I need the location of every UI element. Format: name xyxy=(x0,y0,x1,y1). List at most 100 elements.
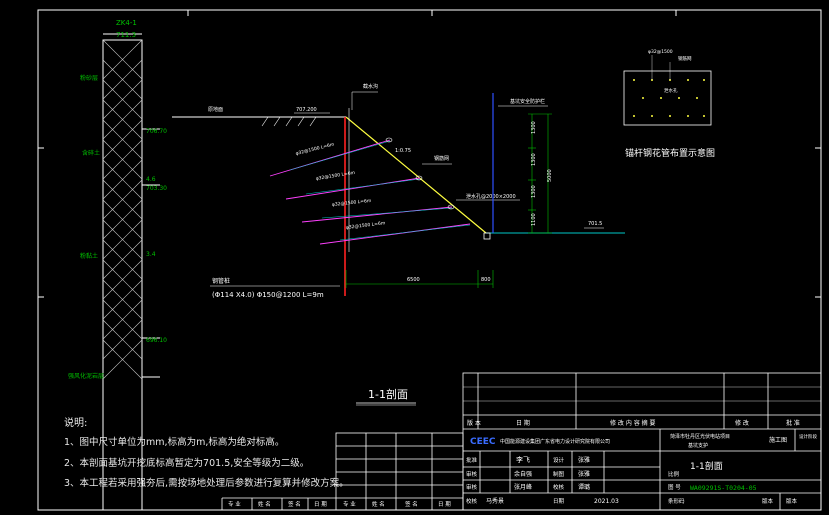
borehole-elev-1: 706.70 xyxy=(146,128,167,135)
role-2: 审核 xyxy=(466,483,478,491)
note-3: 3、本工程若采用强夯后,需按场地处理后参数进行复算并修改方案。 xyxy=(64,478,349,489)
dim-total: 5000 xyxy=(547,169,553,182)
borehole-column xyxy=(102,33,160,511)
company-logo: CEEC xyxy=(470,437,496,447)
name2-3: 2021.03 xyxy=(594,498,619,505)
stage-label: 施工图 xyxy=(769,436,787,444)
nail-label-3: φ32@1500 L=6m xyxy=(332,198,372,208)
drawing-no-label: 图 号 xyxy=(668,483,681,491)
dim-right: 800 xyxy=(481,277,491,283)
borehole-elev-3: 696.10 xyxy=(146,337,167,344)
borehole-id: ZK4-1 xyxy=(116,19,137,27)
borehole-top-elev: 711.3 xyxy=(116,31,136,39)
dim-seg-2: 1300 xyxy=(531,153,537,166)
ratio-label: 比例 xyxy=(668,470,680,478)
bottom-dimension xyxy=(345,270,494,288)
notes-heading: 说明: xyxy=(64,418,88,429)
role-0: 批准 xyxy=(466,456,478,464)
role2-1: 制图 xyxy=(553,470,565,478)
detail-title: 锚杆钢花管布置示意图 xyxy=(625,147,715,159)
dim-seg-4: 1100 xyxy=(531,213,537,226)
nail-layout-detail xyxy=(623,55,712,126)
layer-label-4: 强风化泥岩层 xyxy=(68,372,104,380)
ground-elev: 707.200 xyxy=(296,107,317,113)
rev-header-content: 修 改 内 容 摘 要 xyxy=(610,419,656,427)
rev-header-modify: 修 改 xyxy=(735,419,749,427)
drawing-no: WA09291S-T0204-05 xyxy=(690,484,757,492)
soil-nails xyxy=(269,139,471,245)
layer-label-2: 含碎土 xyxy=(82,149,100,157)
ground-label: 原地面 xyxy=(208,106,223,113)
role2-3: 日期 xyxy=(553,498,565,505)
version-label: 版本 xyxy=(786,497,798,505)
nail-label-4: φ32@1500 L=6m xyxy=(346,220,386,231)
sign-header-2: 姓 名 xyxy=(372,500,385,508)
layer-label-1: 粉砂层 xyxy=(80,74,98,82)
right-top-label: 基坑安全防护栏 xyxy=(510,98,545,105)
revision-rows xyxy=(463,386,821,402)
dim-seg-3: 1300 xyxy=(531,185,537,198)
dim-seg-1: 1300 xyxy=(531,121,537,134)
signature-grid xyxy=(335,432,464,511)
title-block xyxy=(462,372,822,511)
barcode-label: 条形码 xyxy=(668,497,685,505)
detail-label-b: 钢筋网 xyxy=(678,55,692,62)
role-1: 审核 xyxy=(466,470,478,478)
borehole-thickness-2: 3.4 xyxy=(146,251,156,258)
nail-head-label: 钢筋网 xyxy=(434,155,449,162)
name2-2: 谭璐 xyxy=(578,483,590,491)
name-2: 张月峰 xyxy=(514,483,532,491)
role2-0: 设计 xyxy=(553,456,565,464)
borehole-thickness-1: 4.6 xyxy=(146,176,156,183)
drawing-title: 1-1剖面 xyxy=(690,460,723,472)
ver-label: 版本 xyxy=(762,497,774,505)
subproject-name: 基坑支护 xyxy=(688,442,708,449)
sign-header-7: 签 名 xyxy=(288,500,301,508)
detail-label-c: 泄水孔 xyxy=(664,87,678,94)
name-0: 李飞 xyxy=(516,455,530,464)
name-1: 余自强 xyxy=(514,470,532,478)
excavation-slope xyxy=(345,116,487,234)
nail-heads xyxy=(385,137,455,210)
nail-label-2: φ32@1500 L=6m xyxy=(315,170,355,182)
section-title: 1-1剖面 xyxy=(368,387,408,401)
role-3: 校核 xyxy=(466,497,478,505)
name2-1: 张雅 xyxy=(578,470,590,478)
signature-grid-left xyxy=(221,497,336,510)
company-name: 中国能源建设集团广东省电力设计研究院有限公司 xyxy=(500,438,610,445)
sign-header-5: 专 业 xyxy=(228,500,241,508)
borehole-hatch xyxy=(102,39,143,380)
drain-label: 泄水孔@2000×2000 xyxy=(466,193,516,200)
name2-0: 张雅 xyxy=(578,456,590,464)
frame-tick-marks xyxy=(38,10,821,298)
svg-text:CEEC: CEEC xyxy=(470,437,496,447)
drain-ditch xyxy=(483,232,491,240)
layer-label-3: 粉黏土 xyxy=(80,252,98,260)
rev-header-approve: 批 准 xyxy=(786,419,800,427)
note-1: 1、图中尺寸单位为mm,标高为m,标高为绝对标高。 xyxy=(64,437,285,448)
borehole-elev-2: 703.30 xyxy=(146,185,167,192)
dim-horizontal: 6500 xyxy=(407,277,420,283)
detail-label-a: φ32@1500 xyxy=(648,49,673,55)
slope-ratio: 1:0.75 xyxy=(395,148,411,154)
sign-header-4: 日 期 xyxy=(438,501,451,508)
sign-header-3: 签 名 xyxy=(405,500,418,508)
project-name: 菏泽市牡丹区光伏电站项目 xyxy=(670,433,730,440)
pipe-label: 钢管桩 xyxy=(212,277,230,285)
right-dimension-chain xyxy=(528,113,552,234)
nail-label-1: φ32@1500 L=6m xyxy=(295,142,335,157)
stage-sub: 设计阶段 xyxy=(799,433,817,440)
name-3: 马秀景 xyxy=(486,497,504,505)
sign-header-1: 专 业 xyxy=(343,500,356,508)
base-elev: 701.5 xyxy=(588,221,602,227)
rev-header-date: 日 期 xyxy=(516,419,530,427)
role2-2: 校核 xyxy=(553,483,565,491)
crown-label: 截水沟 xyxy=(363,83,378,90)
section-ground xyxy=(172,108,625,296)
note-2: 2、本剖面基坑开挖底标高暂定为701.5,安全等级为二级。 xyxy=(64,458,310,469)
sign-header-8: 日 期 xyxy=(314,501,327,508)
sign-header-6: 姓 名 xyxy=(258,500,271,508)
pipe-spec: (Φ114 X4.0) Φ150@1200 L=9m xyxy=(212,291,324,299)
rev-header-version: 版 本 xyxy=(467,419,481,427)
